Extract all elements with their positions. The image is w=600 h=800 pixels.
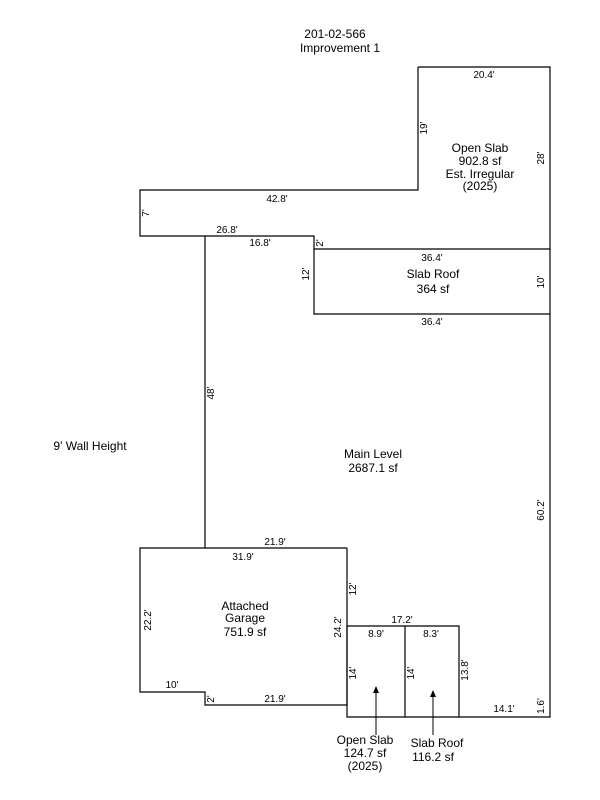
garage-name-1: Attached	[221, 599, 268, 613]
open-slab-top-size: 902.8 sf	[459, 154, 502, 168]
dim-porch-8-3: 8.3'	[423, 629, 439, 640]
dim-porch-14-mid: 14'	[406, 666, 417, 679]
dim-left-19: 19'	[419, 121, 430, 134]
dim-garage-24-2: 24.2'	[333, 616, 344, 637]
dim-garage-21-9-top: 21.9'	[264, 537, 285, 548]
dim-porch-17-2: 17.2'	[391, 615, 412, 626]
dim-small-2-bottom: 2'	[206, 695, 217, 703]
garage-name-2: Garage	[225, 611, 265, 625]
dim-top-20-4: 20.4'	[473, 70, 494, 81]
open-slab-bottom-arrowhead	[373, 686, 379, 693]
dim-right-28: 28'	[536, 151, 547, 164]
main-level-size: 2687.1 sf	[348, 461, 398, 475]
dim-bottom-14-1: 14.1'	[493, 704, 514, 715]
dim-top-42-8: 42.8'	[266, 194, 287, 205]
slab-roof-top-name: Slab Roof	[407, 267, 460, 281]
dim-left-7: 7'	[141, 209, 152, 217]
dim-slab-12: 12'	[301, 267, 312, 280]
dim-main-48: 48'	[206, 386, 217, 399]
improvement-label: Improvement 1	[300, 41, 380, 55]
parcel-id: 201-02-566	[304, 27, 366, 41]
porch-outline	[346, 626, 459, 718]
open-slab-bottom-name: Open Slab	[337, 733, 394, 747]
dim-porch-14-left: 14'	[348, 666, 359, 679]
dim-porch-13-8: 13.8'	[460, 659, 471, 680]
dim-garage-21-9-bottom: 21.9'	[264, 694, 285, 705]
dim-garage-22-2: 22.2'	[143, 609, 154, 630]
slab-roof-top-size: 364 sf	[417, 282, 450, 296]
slab-roof-bottom-arrowhead	[430, 690, 436, 697]
open-slab-bottom-year: (2025)	[348, 759, 383, 773]
garage-size: 751.9 sf	[224, 625, 267, 639]
dim-main-60-2: 60.2'	[536, 499, 547, 520]
slab-roof-bottom-size: 116.2 sf	[412, 750, 454, 764]
wall-height-label: 9' Wall Height	[53, 439, 127, 453]
dim-top-26-8: 26.8'	[216, 225, 237, 236]
dim-small-2-top: 2'	[315, 239, 326, 247]
dim-slab-36-4-bottom: 36.4'	[421, 317, 442, 328]
open-slab-top-name: Open Slab	[452, 141, 509, 155]
dim-garage-12: 12'	[348, 582, 359, 595]
dim-inner-16-8: 16.8'	[249, 238, 270, 249]
dim-bottom-1-6: 1.6'	[536, 698, 547, 714]
open-slab-divider	[205, 235, 550, 250]
outer-outline	[139, 66, 551, 718]
slab-roof-top-outline	[313, 249, 550, 315]
open-slab-top-note: Est. Irregular	[446, 167, 515, 181]
dim-slab-10: 10'	[536, 275, 547, 288]
open-slab-bottom-size: 124.7 sf	[344, 746, 387, 760]
dim-garage-10: 10'	[165, 680, 178, 691]
dim-garage-31-9: 31.9'	[232, 552, 253, 563]
dim-slab-36-4-top: 36.4'	[421, 253, 442, 264]
slab-roof-bottom-name: Slab Roof	[411, 736, 464, 750]
open-slab-top-year: (2025)	[463, 179, 498, 193]
dim-porch-8-9: 8.9'	[368, 629, 384, 640]
main-level-name: Main Level	[344, 447, 402, 461]
